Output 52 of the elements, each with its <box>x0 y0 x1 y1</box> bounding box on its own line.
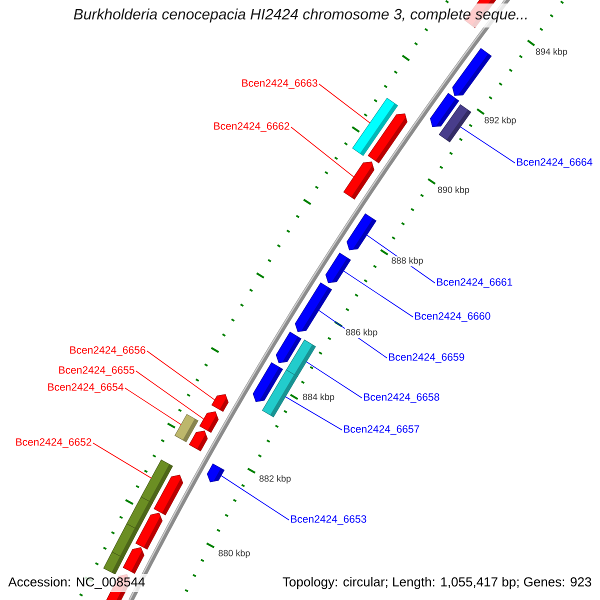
leader-line <box>460 126 516 164</box>
gene-label: Bcen2424_6652 <box>16 438 92 448</box>
footer-text: Topology: circular; Length: 1,055,417 bp; Genes: 923 <box>279 574 595 592</box>
leader-line <box>136 370 204 420</box>
gene-box <box>103 552 124 574</box>
gene-label: Bcen2424_6655 <box>59 366 134 376</box>
scale-label: 884 kbp <box>302 392 336 403</box>
gene-label: Bcen2424_6662 <box>214 122 290 132</box>
footer-text: Accession: NC_008544 <box>5 574 148 592</box>
gene-label: Bcen2424_6659 <box>389 353 464 363</box>
leader-line <box>285 396 342 430</box>
gene-block <box>325 252 351 284</box>
scale-label: 890 kbp <box>436 186 470 196</box>
gene-label: Bcen2424_6656 <box>70 346 146 356</box>
gene-block <box>135 512 163 550</box>
scale-label: 880 kbp <box>217 548 252 559</box>
leader-line <box>318 84 370 124</box>
title: Burkholderia cenocepacia HI2424 chromosome 3, complete seque... <box>70 4 532 28</box>
gene-block <box>294 282 332 332</box>
leader-line <box>220 475 290 520</box>
leader-line <box>306 361 362 398</box>
scale-label: 882 kbp <box>258 474 292 484</box>
gene-box <box>262 370 298 418</box>
gene-block <box>212 394 229 412</box>
gene-label: Bcen2424_6654 <box>48 383 124 393</box>
gene-label: Bcen2424_6664 <box>517 158 592 168</box>
gene-block <box>206 464 224 482</box>
gene-block <box>346 213 376 250</box>
leader-line <box>343 270 414 318</box>
gene-block <box>343 162 374 200</box>
gene-block <box>189 430 208 452</box>
leader-line <box>290 126 354 178</box>
leader-line <box>92 442 152 479</box>
gene-label: Bcen2424_6661 <box>437 278 512 288</box>
gene-block <box>452 48 492 96</box>
leader-line <box>146 350 216 400</box>
gene-block <box>199 411 219 433</box>
scale-label: 888 kbp <box>390 256 424 266</box>
gene-label: Bcen2424_6653 <box>291 515 366 525</box>
gene-label: Bcen2424_6663 <box>242 79 318 89</box>
scale-label: 886 kbp <box>344 328 378 338</box>
gene-block <box>122 547 144 574</box>
gene-box <box>438 104 472 142</box>
gene-label: Bcen2424_6657 <box>344 425 420 435</box>
leader-line <box>124 388 182 425</box>
gene-box <box>286 340 316 377</box>
gene-label: Bcen2424_6660 <box>415 312 490 322</box>
gene-label: Bcen2424_6658 <box>364 393 440 403</box>
scale-label: 892 kbp <box>483 116 518 126</box>
scale-label: 894 kbp <box>534 47 568 58</box>
gene-block <box>368 114 408 164</box>
gene-block <box>154 474 184 516</box>
